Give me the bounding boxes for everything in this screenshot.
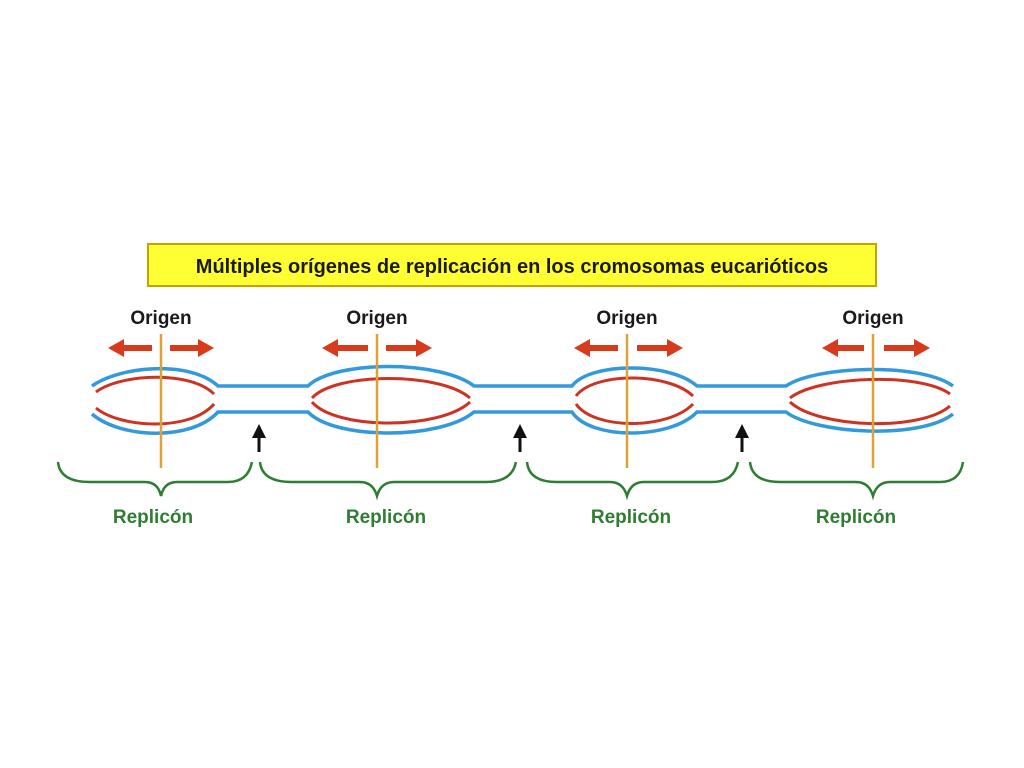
replicon-label-1: Replicón <box>113 507 193 528</box>
replicon-brace-2 <box>258 461 518 501</box>
daughter-dna <box>95 375 951 426</box>
replicon-brace-3 <box>525 461 740 501</box>
title-box <box>147 243 877 287</box>
parental-dna <box>90 364 955 435</box>
replicon-label-4: Replicón <box>816 507 896 528</box>
new-strand-bubble-2-top <box>310 377 471 400</box>
parental-strand-bottom <box>90 410 955 435</box>
origin-label-1: Origen <box>130 308 191 329</box>
new-strand-bubble-4-top <box>789 377 951 400</box>
fork-arrow-left-4 <box>822 339 864 357</box>
title-banner: Múltiples orígenes de replicación en los… <box>147 243 877 287</box>
terminus-arrow-1 <box>252 424 266 452</box>
fork-arrow-right-3 <box>637 339 683 357</box>
fork-arrow-right-1 <box>170 339 214 357</box>
terminus-arrow-3 <box>735 424 749 452</box>
replicon-label-2: Replicón <box>346 507 426 528</box>
new-strand-bubble-1-top <box>95 375 216 396</box>
new-strand-bubble-3-bottom <box>574 402 695 425</box>
replicon-label-3: Replicón <box>591 507 671 528</box>
origin-label-4: Origen <box>842 308 903 329</box>
new-strand-bubble-2-bottom <box>310 400 472 425</box>
new-strand-bubble-1-bottom <box>95 402 216 426</box>
fork-arrow-left-1 <box>108 339 152 357</box>
origin-label-3: Origen <box>596 308 657 329</box>
diagram-title: Múltiples orígenes de replicación en los… <box>196 256 828 278</box>
new-strand-bubble-3-top <box>574 376 695 398</box>
fork-arrow-left-3 <box>574 339 618 357</box>
new-strand-bubble-4-bottom <box>788 400 951 426</box>
terminus-arrow-2 <box>513 424 527 452</box>
origin-lines <box>159 334 875 468</box>
terminus-arrows <box>252 424 749 452</box>
fork-arrow-left-2 <box>322 339 368 357</box>
fork-arrows <box>108 339 930 357</box>
fork-arrow-right-2 <box>386 339 432 357</box>
fork-arrow-right-4 <box>884 339 930 357</box>
replicon-brace-1 <box>56 461 254 497</box>
replicon-brace-4 <box>748 461 965 501</box>
origin-label-2: Origen <box>346 308 407 329</box>
replicon-braces <box>56 461 965 501</box>
parental-strand-top <box>90 364 955 388</box>
